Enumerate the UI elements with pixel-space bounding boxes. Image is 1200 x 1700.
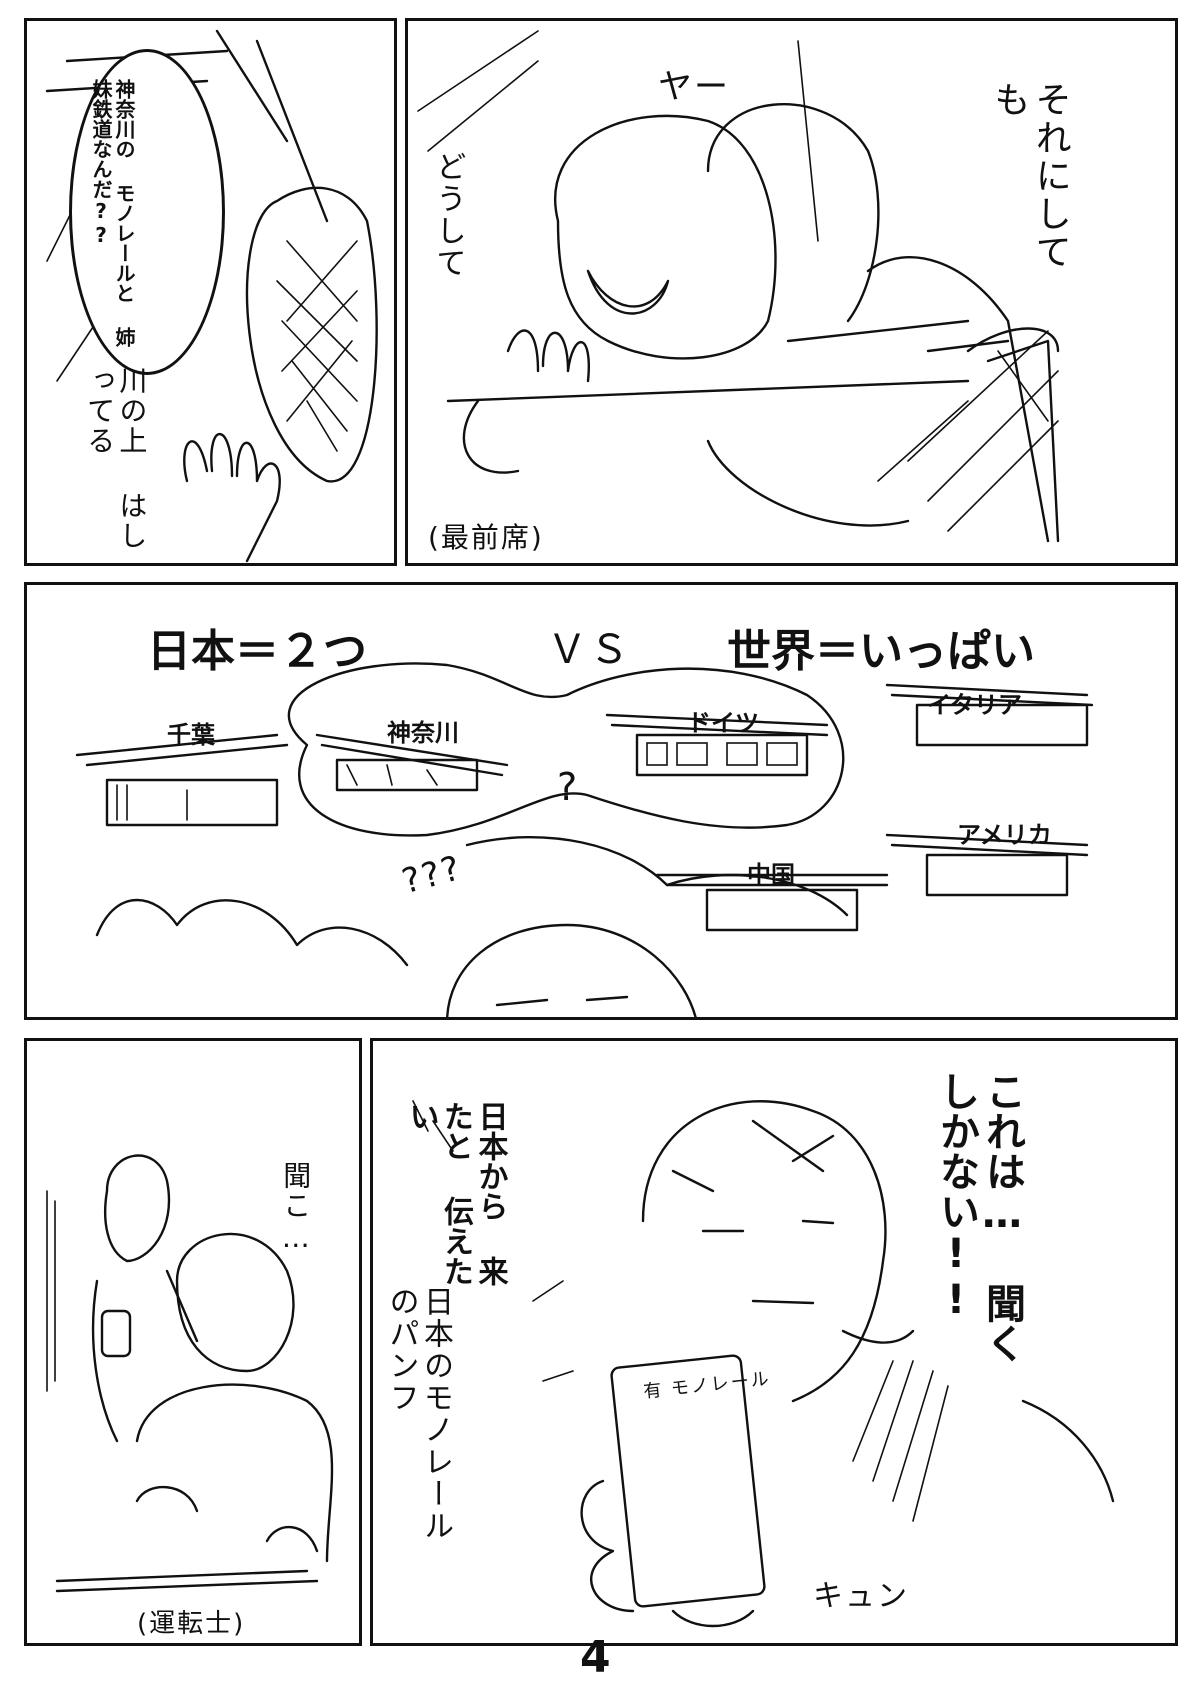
side-text-line-1: 日本から (472, 1101, 508, 1221)
train-kanagawa (315, 733, 509, 792)
right-text: それにして も (988, 81, 1071, 341)
label-kanagawa: 神奈川 (387, 719, 459, 747)
panel-2: ヤー どうして それにして も (最前席) (405, 18, 1178, 566)
hand-note-line-2: のパンフ (383, 1286, 419, 1414)
river-note-line-2: はしってる (83, 366, 149, 551)
side-text: 日本から 来たと 伝えたい (403, 1101, 508, 1301)
world-title: 世界＝いっぱい (727, 626, 1035, 677)
caption-front-seat: (最前席) (428, 521, 544, 554)
right-text-line-1: それにして (1029, 81, 1071, 271)
speech-text: 神奈川の モノレールと 姉妹鉄道なんだ?? (89, 79, 136, 349)
main-exclaim-line-2: 聞くしかない!! (933, 1071, 1025, 1363)
right-text-line-2: も (988, 81, 1030, 119)
panel-4: 聞こ… (運転士) (24, 1038, 362, 1646)
train-italy (885, 683, 1094, 747)
sfx-hear: 聞こ… (279, 1161, 313, 1256)
speech-line-3: 姉妹鉄道なんだ?? (89, 79, 136, 347)
panel-2-sketch (417, 30, 1060, 543)
side-text-line-2: 来たと (438, 1101, 508, 1286)
train-germany (605, 713, 829, 777)
phone-sketch (610, 1354, 766, 1608)
train-america (885, 833, 1089, 897)
panel-3: 日本＝２つ ＶＳ 世界＝いっぱい 千葉 神奈川 ドイツ イタリア アメリカ 中国… (24, 582, 1178, 1020)
train-chiba (75, 733, 289, 827)
label-america: アメリカ (957, 821, 1052, 849)
japan-title: 日本＝２つ (147, 626, 367, 677)
panel-4-sketch (46, 1154, 334, 1593)
sfx-kyun: キュン (813, 1579, 909, 1614)
sfx-top: ヤー (658, 67, 730, 107)
main-exclaim: これは… 聞くしかない!! (933, 1071, 1025, 1381)
side-text-line-3: 伝えたい (403, 1101, 474, 1286)
vs-label: ＶＳ (547, 627, 631, 673)
page-number: 4 (580, 1632, 611, 1683)
hand-note: 日本のモノレール のパンフ (383, 1286, 454, 1586)
thought-cloud (287, 662, 845, 837)
question-mark: ? (557, 765, 580, 809)
panel-5-sketch (412, 1100, 1115, 1628)
caption-driver: (運転士) (137, 1609, 246, 1639)
label-germany: ドイツ (687, 709, 759, 737)
panel-1: 神奈川の モノレールと 姉妹鉄道なんだ?? 川の上 はしってる (24, 18, 397, 566)
label-chiba: 千葉 (167, 721, 215, 749)
speech-line-1: 神奈川の (112, 79, 136, 159)
main-exclaim-line-1: これは… (979, 1071, 1025, 1237)
hand-note-line-1: 日本のモノレール (418, 1286, 453, 1542)
left-text: どうして (430, 151, 466, 279)
label-china: 中国 (747, 861, 795, 889)
speech-bubble (69, 49, 225, 375)
label-italy: イタリア (927, 691, 1023, 719)
train-china (655, 873, 889, 932)
panel-5: これは… 聞くしかない!! 日本から 来たと 伝えたい 日本のモノレール のパン… (370, 1038, 1178, 1646)
river-note: 川の上 はしってる (83, 366, 149, 556)
river-note-line-1: 川の上 (115, 366, 149, 456)
speech-line-2: モノレールと (112, 183, 136, 303)
panel-3-sketch (75, 662, 1094, 1017)
